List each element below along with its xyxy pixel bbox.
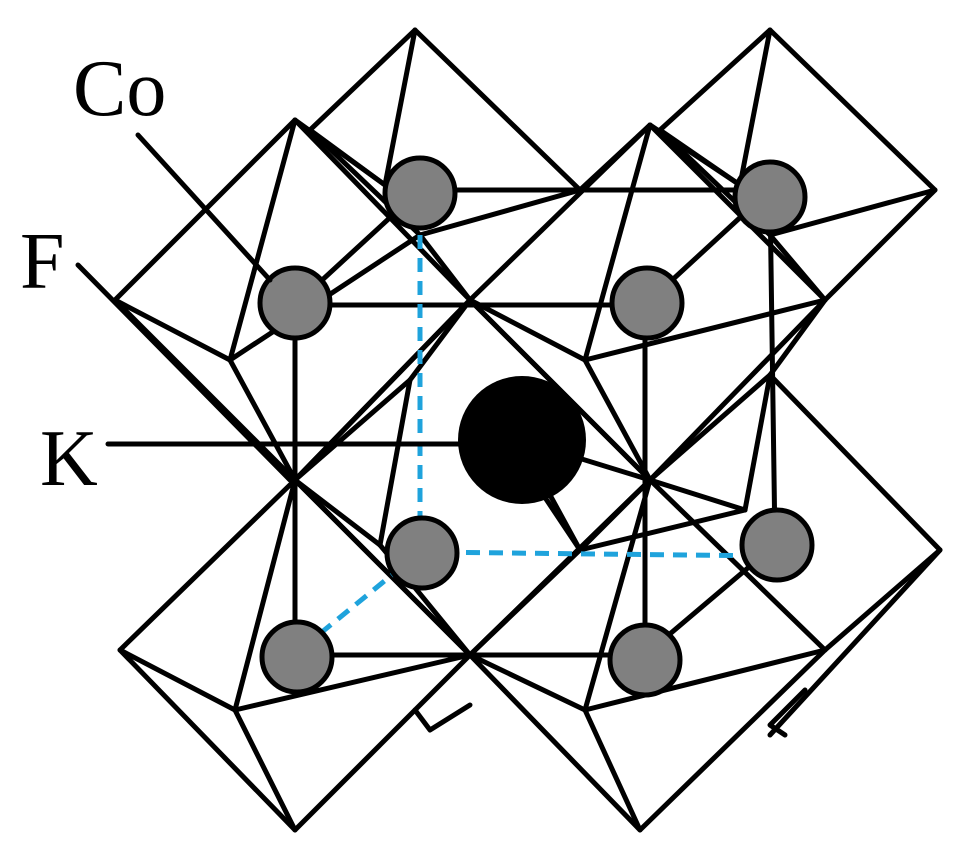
octahedron-edge	[767, 547, 943, 738]
octahedron-edge	[292, 477, 383, 548]
octahedron-edge	[292, 117, 388, 188]
co-atom	[257, 265, 333, 341]
octahedron-edge	[577, 507, 748, 553]
octahedron-edge	[467, 652, 588, 713]
octahedron-edge	[767, 687, 808, 738]
k-atom	[458, 376, 586, 504]
co-atoms	[257, 155, 815, 698]
octahedron-edge	[822, 187, 938, 303]
octahedron-edge	[737, 27, 773, 188]
co-atom	[259, 619, 335, 695]
f-label: F	[20, 218, 65, 306]
octahedron-edge	[232, 477, 298, 713]
octahedron-edge	[292, 377, 413, 483]
octahedron-edge	[647, 372, 943, 653]
co-atom	[732, 159, 808, 235]
octahedron-edge	[412, 702, 473, 733]
octahedron-edge	[467, 547, 583, 658]
octahedron-edge	[582, 297, 828, 363]
co-label: Co	[73, 45, 166, 133]
octahedron-edge	[232, 652, 473, 713]
octahedron-edge	[227, 117, 298, 363]
octahedron-edge	[582, 647, 828, 713]
octahedron-edge	[232, 707, 298, 833]
octahedron-edge	[582, 477, 653, 713]
co-pointer-line	[135, 132, 273, 283]
octahedron-edge	[407, 297, 473, 383]
octahedron-edge	[647, 122, 743, 188]
octahedron-edge	[647, 477, 748, 513]
octahedron-edge	[382, 27, 418, 188]
octahedron-edge	[767, 297, 828, 378]
octahedron-edge	[582, 357, 653, 483]
octahedron-edge	[582, 707, 643, 833]
co-atom	[607, 622, 683, 698]
octahedron-edge	[467, 297, 588, 363]
k-label: K	[40, 415, 98, 503]
axis-horizontal	[419, 549, 776, 559]
co-atom	[739, 507, 815, 583]
octahedron-edge	[227, 357, 298, 483]
octahedron-edge	[377, 377, 413, 548]
octahedron-edge	[582, 122, 653, 363]
octahedron-edge	[112, 297, 233, 363]
co-atom	[384, 515, 460, 591]
co-co-bond	[767, 192, 778, 548]
octahedron-edge	[117, 647, 238, 713]
co-atom	[382, 155, 458, 231]
label-pointers	[75, 132, 465, 483]
octahedra-framework	[112, 27, 943, 833]
octahedron-edge	[577, 477, 653, 553]
k-bond	[537, 487, 583, 553]
octahedron-edge	[577, 122, 653, 193]
octahedron-edge	[742, 372, 773, 513]
co-atom	[609, 265, 685, 341]
